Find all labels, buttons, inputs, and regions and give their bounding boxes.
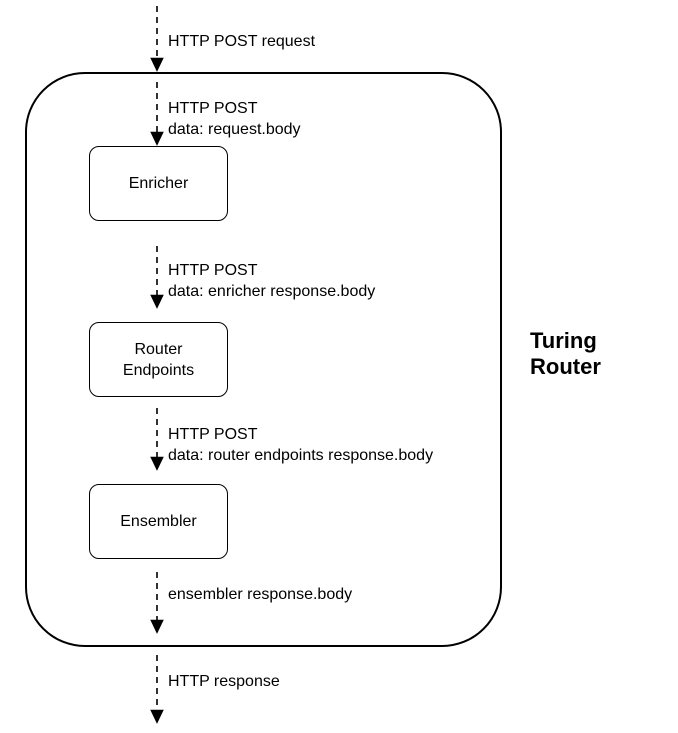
edge-label-ensembler-response: ensembler response.body bbox=[168, 586, 353, 603]
turing-router-boundary bbox=[25, 72, 502, 647]
edge-label-router-endpoints-response: HTTP POST data: router endpoints respons… bbox=[168, 426, 434, 464]
edge-label-http-post-request: HTTP POST request bbox=[168, 33, 316, 50]
node-router-endpoints-label: Router Endpoints bbox=[122, 340, 195, 379]
arrow-http-response bbox=[150, 655, 164, 724]
turing-router-label: Turing Router bbox=[530, 328, 601, 379]
node-router-endpoints: Router Endpoints bbox=[89, 322, 228, 397]
edge-label-enricher-response: HTTP POST data: enricher response.body bbox=[168, 262, 376, 300]
node-enricher-label: Enricher bbox=[128, 175, 189, 192]
node-ensembler: Ensembler bbox=[89, 484, 228, 559]
edge-label-request-body: HTTP POST data: request.body bbox=[168, 100, 301, 138]
node-ensembler-label: Ensembler bbox=[120, 513, 197, 530]
edge-label-http-response: HTTP response bbox=[168, 673, 280, 690]
arrow-http-post-request bbox=[150, 6, 164, 72]
node-enricher: Enricher bbox=[89, 146, 228, 221]
